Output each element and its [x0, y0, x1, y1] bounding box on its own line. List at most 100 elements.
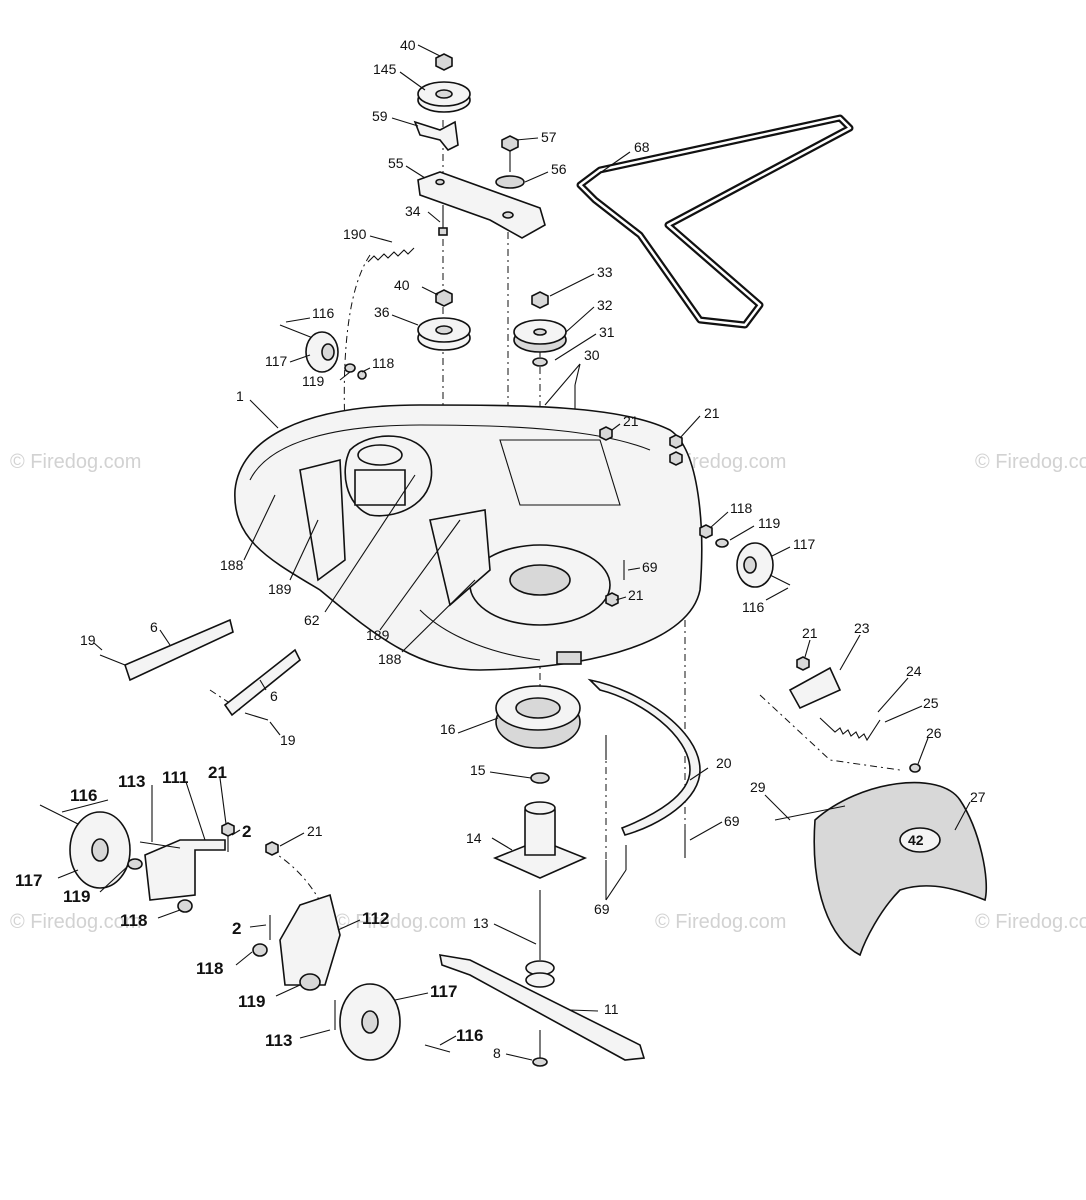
- discharge-chute-27: [813, 781, 988, 957]
- callout: 32: [597, 297, 613, 313]
- callout: 119: [63, 887, 90, 906]
- callout: 55: [388, 155, 404, 171]
- bracket-6-lower: [223, 648, 302, 721]
- callout: 116: [456, 1026, 483, 1045]
- gauge-wheel-top-right: [699, 524, 791, 588]
- gauge-wheel-lower-center: [334, 983, 451, 1061]
- bolts-69: [605, 735, 686, 870]
- callout: 113: [265, 1031, 292, 1050]
- callout: 31: [599, 324, 615, 340]
- callout: 29: [750, 779, 766, 795]
- callout: 69: [594, 901, 610, 917]
- callout: 6: [150, 619, 158, 635]
- callout: 117: [265, 353, 288, 369]
- callout: 59: [372, 108, 388, 124]
- callout: 21: [307, 823, 323, 839]
- callout: 2: [242, 822, 251, 841]
- callout: 40: [400, 37, 416, 53]
- wheel-bracket-112: [252, 893, 341, 991]
- callout: 40: [394, 277, 410, 293]
- blade-11: [438, 954, 646, 1061]
- watermark: © Firedog.com: [10, 911, 141, 933]
- spindle-shaft-13: [525, 890, 555, 988]
- callout: 11: [604, 1001, 619, 1017]
- callout: 119: [758, 515, 781, 531]
- callout: 19: [280, 732, 296, 748]
- watermark: © Firedog.com: [975, 451, 1086, 473]
- callout: 113: [118, 772, 145, 791]
- leader-lines: [57, 44, 971, 1061]
- callout: 27: [970, 789, 986, 805]
- callout: 30: [584, 347, 600, 363]
- callout: 117: [793, 536, 816, 552]
- callout: 23: [854, 620, 870, 636]
- callout: 69: [642, 559, 658, 575]
- callout: 68: [634, 139, 650, 155]
- mower-deck-housing: [234, 404, 703, 671]
- bolt-8: [532, 1030, 548, 1067]
- baffle-20: [587, 678, 701, 836]
- callout: 118: [196, 959, 223, 978]
- spindle-housing-14: [492, 801, 588, 879]
- watermark: © Firedog.com: [655, 911, 786, 933]
- spring-25: [819, 717, 881, 742]
- callout: 119: [302, 373, 325, 389]
- callout-labels: 40 145 59 57 68 55 56 34 190 40 33 36 32…: [15, 37, 986, 1061]
- bracket-23: [788, 656, 842, 710]
- callout: 69: [724, 813, 740, 829]
- callout: 190: [343, 226, 367, 242]
- washer-26: [909, 763, 921, 773]
- watermark: © Firedog.com: [10, 451, 141, 473]
- callout: 21: [628, 587, 644, 603]
- bearing-15: [530, 772, 550, 784]
- callout: 118: [372, 355, 395, 371]
- callout: 1: [236, 388, 244, 404]
- callout: 188: [220, 557, 244, 573]
- callout: 8: [493, 1045, 501, 1061]
- bracket-6-upper: [99, 618, 234, 682]
- idler-arm-55: [417, 171, 546, 239]
- callout: 26: [926, 725, 942, 741]
- callout: 6: [270, 688, 278, 704]
- rod-29: [774, 805, 846, 821]
- callout: 57: [541, 129, 557, 145]
- gauge-wheel-lower-left: [39, 804, 279, 913]
- callout: 33: [597, 264, 613, 280]
- callout: 116: [70, 786, 97, 805]
- callout: 111: [162, 768, 189, 787]
- idler-pulley-36: [417, 289, 471, 351]
- callout: 119: [238, 992, 265, 1011]
- callout: 145: [373, 61, 397, 77]
- callout: 189: [268, 581, 292, 597]
- callout: 117: [15, 871, 42, 890]
- callout: 21: [704, 405, 720, 421]
- spindle-pulley-32: [513, 291, 567, 367]
- callout: 19: [80, 632, 96, 648]
- washer-56: [495, 175, 525, 189]
- callout: 13: [473, 915, 489, 931]
- gauge-wheel-top-left: [279, 324, 367, 380]
- callout: 56: [551, 161, 567, 177]
- callout: 14: [466, 830, 482, 846]
- callout: 189: [366, 627, 390, 643]
- bolt-34: [438, 205, 448, 236]
- watermark: © Firedog.com: [975, 911, 1086, 933]
- callout: 118: [730, 500, 753, 516]
- callout: 112: [362, 909, 389, 928]
- callout: 116: [742, 599, 765, 615]
- callout: 2: [232, 919, 241, 938]
- bracket-59: [413, 120, 459, 152]
- callout: 20: [716, 755, 732, 771]
- watermark: © Firedog.com: [335, 911, 466, 933]
- callout: 34: [405, 203, 421, 219]
- callout: 188: [378, 651, 402, 667]
- callout: 15: [470, 762, 486, 778]
- idler-pulley-145: [417, 53, 471, 113]
- callout: 25: [923, 695, 939, 711]
- callout: 62: [304, 612, 320, 628]
- callout: 118: [120, 911, 147, 930]
- callout: 117: [430, 982, 457, 1001]
- deck-size-badge: 42: [908, 832, 924, 848]
- wheel-bracket-111: [139, 839, 226, 901]
